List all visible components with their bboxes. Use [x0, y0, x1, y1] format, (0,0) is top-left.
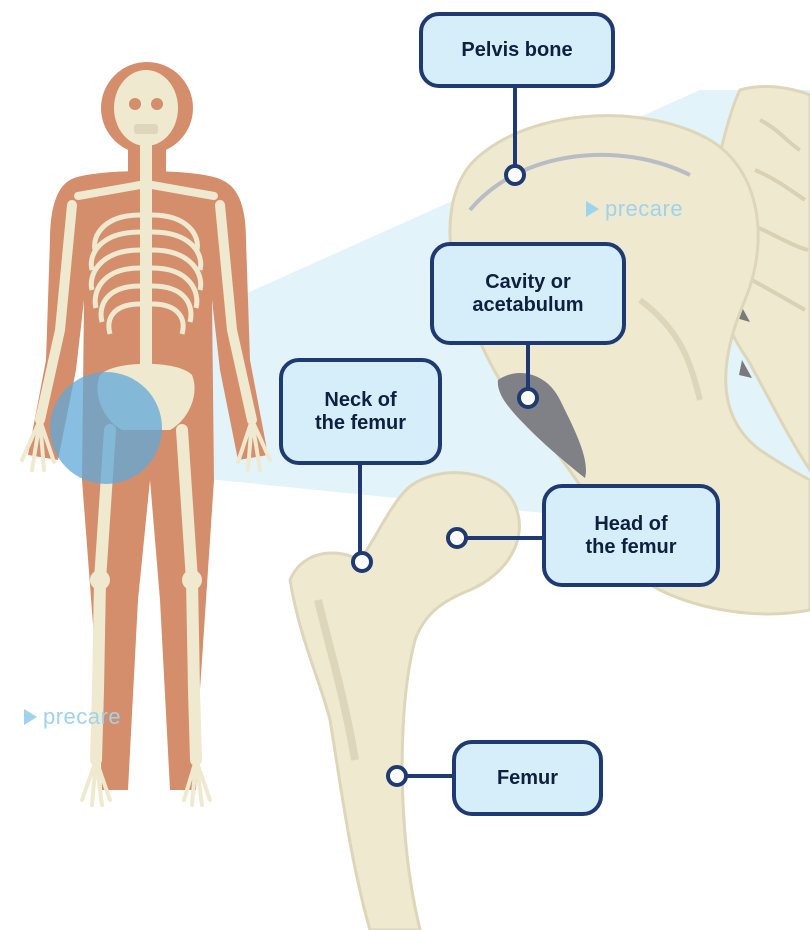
- watermark-top: precare: [586, 196, 683, 222]
- watermark-bottom: precare: [24, 704, 121, 730]
- skull: [114, 70, 178, 146]
- cavity-marker: [519, 389, 537, 407]
- femur-marker: [388, 767, 406, 785]
- neck-marker: [353, 553, 371, 571]
- pelvis-marker: [506, 166, 524, 184]
- body-figure: [22, 62, 270, 805]
- play-logo-icon: [24, 709, 37, 725]
- label-pelvis-bone: Pelvis bone: [419, 12, 615, 88]
- label-femur: Femur: [452, 740, 603, 816]
- play-logo-icon: [586, 201, 599, 217]
- femur-bone: [290, 473, 519, 930]
- label-head-femur: Head of the femur: [542, 484, 720, 587]
- hip-highlight: [50, 372, 162, 484]
- label-cavity-acetabulum: Cavity or acetabulum: [430, 242, 626, 345]
- head-marker: [448, 529, 466, 547]
- label-neck-femur: Neck of the femur: [279, 358, 442, 465]
